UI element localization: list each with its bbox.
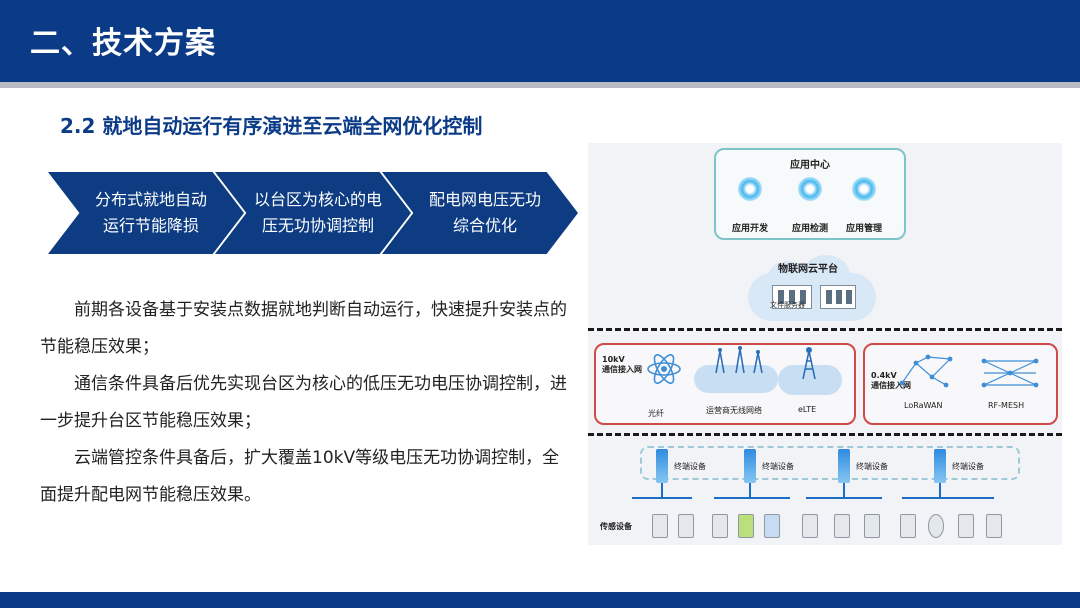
- sensor-device-icon: [864, 514, 880, 538]
- chevron-step-3-line1: 配电网电压无功: [428, 190, 541, 209]
- chevron-step-1: 分布式就地自动运行节能降损: [48, 172, 244, 254]
- file-server-label: 文件服务器: [770, 301, 805, 309]
- server-slot: [826, 290, 832, 304]
- database-server-icon: [820, 285, 856, 309]
- elte-tower-icon: [802, 347, 816, 380]
- sensor-device-icon: [652, 514, 668, 538]
- sensor-device-icon: [802, 514, 818, 538]
- server-slot: [789, 290, 795, 304]
- chevron-step-2-text: 以台区为核心的电压无功协调控制: [249, 172, 387, 254]
- meter-icon: [986, 514, 1002, 538]
- footer-bar: [0, 592, 1080, 608]
- chevron-step-3-line2: 综合优化: [452, 216, 517, 235]
- meter-icon: [928, 514, 944, 538]
- ev-charger-icon: [738, 514, 754, 538]
- lorawan-mesh-icon: [899, 354, 953, 388]
- header-bar: [0, 0, 1080, 82]
- bus-line: [902, 497, 994, 499]
- chevron-step-2: 以台区为核心的电压无功协调控制: [215, 172, 411, 254]
- terminal-device-icon: [744, 449, 756, 483]
- sensor-device-icon: [834, 514, 850, 538]
- bus-line: [806, 497, 882, 499]
- bus-line: [939, 483, 941, 497]
- comm-10kv-title-line1: 10kV: [602, 355, 625, 364]
- chevron-step-3: 配电网电压无功综合优化: [382, 172, 578, 254]
- app-manage-icon: [852, 177, 876, 201]
- server-slot: [836, 290, 842, 304]
- solar-panel-icon: [764, 514, 780, 538]
- app-label-manage: 应用管理: [845, 224, 882, 234]
- comm-10kv-title-line2: 通信接入网: [602, 365, 642, 374]
- comm-04kv-title-line2: 通信接入网: [871, 381, 911, 390]
- app-label-develop: 应用开发: [731, 224, 768, 234]
- layer-divider-top: [588, 328, 1062, 331]
- comm-04kv-item-lorawan: LoRaWAN: [904, 401, 943, 410]
- app-center-title: 应用中心: [790, 160, 830, 171]
- comm-10kv-item-fiber: 光纤: [648, 409, 664, 418]
- process-chevrons: 分布式就地自动运行节能降损 以台区为核心的电压无功协调控制 配电网电压无功综合优…: [48, 172, 580, 254]
- terminal-frame: [640, 446, 1020, 480]
- file-server-icon: [772, 285, 812, 309]
- chevron-step-1-line1: 分布式就地自动: [94, 190, 207, 209]
- cell-tower-icons: [715, 346, 763, 374]
- comm-04kv-title-line1: 0.4kV: [871, 371, 897, 380]
- chevron-step-3-text: 配电网电压无功综合优化: [416, 172, 554, 254]
- iot-platform-title: 物联网云平台: [778, 264, 838, 275]
- chevron-step-1-line2: 运行节能降损: [102, 216, 199, 235]
- server-slot: [846, 290, 852, 304]
- terminal-label-2: 终端设备: [762, 462, 794, 471]
- terminal-device-icon: [934, 449, 946, 483]
- fiber-atom-icon: [647, 354, 681, 384]
- body-text: 前期各设备基于安装点数据就地判断自动运行，快速提升安装点的节能稳压效果； 通信条…: [40, 292, 570, 514]
- body-paragraph-2: 通信条件具备后优先实现台区为核心的低压无功电压协调控制，进一步提升台区节能稳压效…: [40, 374, 567, 431]
- layer-divider-bottom: [588, 433, 1062, 436]
- elte-cloud: [778, 365, 842, 395]
- chevron-step-1-text: 分布式就地自动运行节能降损: [82, 172, 220, 254]
- terminal-device-icon: [656, 449, 668, 483]
- sensor-label: 传感设备: [600, 522, 632, 531]
- comm-04kv-item-rfmesh: RF-MESH: [988, 401, 1025, 410]
- app-label-test: 应用检测: [791, 224, 828, 234]
- bus-line: [632, 497, 692, 499]
- terminal-device-icon: [838, 449, 850, 483]
- chevron-step-2-line2: 压无功协调控制: [261, 216, 374, 235]
- server-slot: [778, 290, 784, 304]
- bus-line: [749, 483, 751, 497]
- body-paragraph-1: 前期各设备基于安装点数据就地判断自动运行，快速提升安装点的节能稳压效果；: [40, 300, 567, 357]
- sensor-device-icon: [712, 514, 728, 538]
- terminal-label-3: 终端设备: [856, 462, 888, 471]
- comm-10kv-item-elte: eLTE: [798, 405, 817, 414]
- rf-mesh-icon: [981, 358, 1039, 388]
- sensor-device-icon: [678, 514, 694, 538]
- bus-line: [714, 497, 790, 499]
- comm-10kv-item-carrier: 运营商无线网络: [706, 406, 762, 415]
- app-test-icon: [798, 177, 822, 201]
- chevron-step-2-line1: 以台区为核心的电: [253, 190, 382, 209]
- meter-icon: [958, 514, 974, 538]
- terminal-label-1: 终端设备: [674, 462, 706, 471]
- bus-line: [661, 483, 663, 497]
- header-stripe: [0, 82, 1080, 88]
- terminal-label-4: 终端设备: [952, 462, 984, 471]
- page-title: 二、技术方案: [30, 26, 216, 61]
- body-paragraph-3: 云端管控条件具备后，扩大覆盖10kV等级电压无功协调控制，全面提升配电网节能稳压…: [40, 448, 560, 505]
- server-slot: [800, 290, 806, 304]
- app-develop-icon: [738, 177, 762, 201]
- section-title: 2.2 就地自动运行有序演进至云端全网优化控制: [60, 114, 483, 138]
- meter-icon: [900, 514, 916, 538]
- bus-line: [843, 483, 845, 497]
